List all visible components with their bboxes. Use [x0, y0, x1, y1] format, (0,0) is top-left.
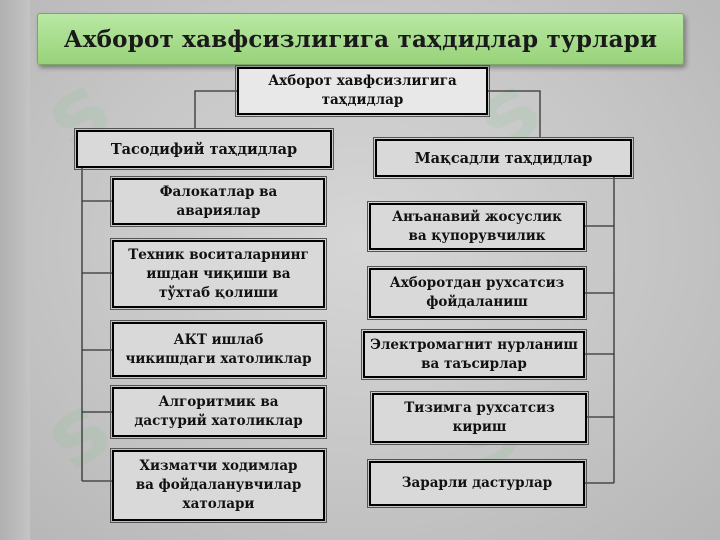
slide-title-bar: Ахборот хавфсизлигига таҳдидлар турлари	[37, 13, 684, 65]
accidental-threat-item: Техник воситаларнинг ишдан чиқиши ва тўх…	[110, 238, 327, 310]
intentional-threat-item: Ахборотдан рухсатсиз фойдаланиш	[367, 266, 587, 320]
connector-root-left	[194, 90, 237, 128]
accidental-threat-item: Хизматчи ходимлар ва фойдаланувчилар хат…	[110, 448, 327, 523]
intentional-threat-item: Тизимга рухсатсиз кириш	[370, 391, 589, 445]
connector-root-right	[488, 90, 541, 138]
root-threats-box: Ахборот хавфсизлигига таҳдидлар	[235, 65, 490, 117]
left-edge-strip	[0, 0, 30, 540]
intentional-threat-item: Зарарли дастурлар	[367, 459, 587, 508]
slide-title: Ахборот хавфсизлигига таҳдидлар турлари	[63, 25, 658, 53]
accidental-threat-item: АКТ ишлаб чикишдаги хатоликлар	[110, 320, 327, 379]
accidental-threat-item: Алгоритмик ва дастурий хатоликлар	[110, 385, 327, 439]
intentional-threats-heading: Мақсадли таҳдидлар	[373, 137, 634, 179]
intentional-threat-item: Электромагнит нурланиш ва таъсирлар	[361, 329, 587, 380]
accidental-threat-item: Фалокатлар ва авариялар	[110, 176, 327, 227]
intentional-threat-item: Анъанавий жосуслик ва қупорувчилик	[367, 201, 587, 252]
accidental-threats-heading: Тасодифий таҳдидлар	[74, 128, 334, 170]
